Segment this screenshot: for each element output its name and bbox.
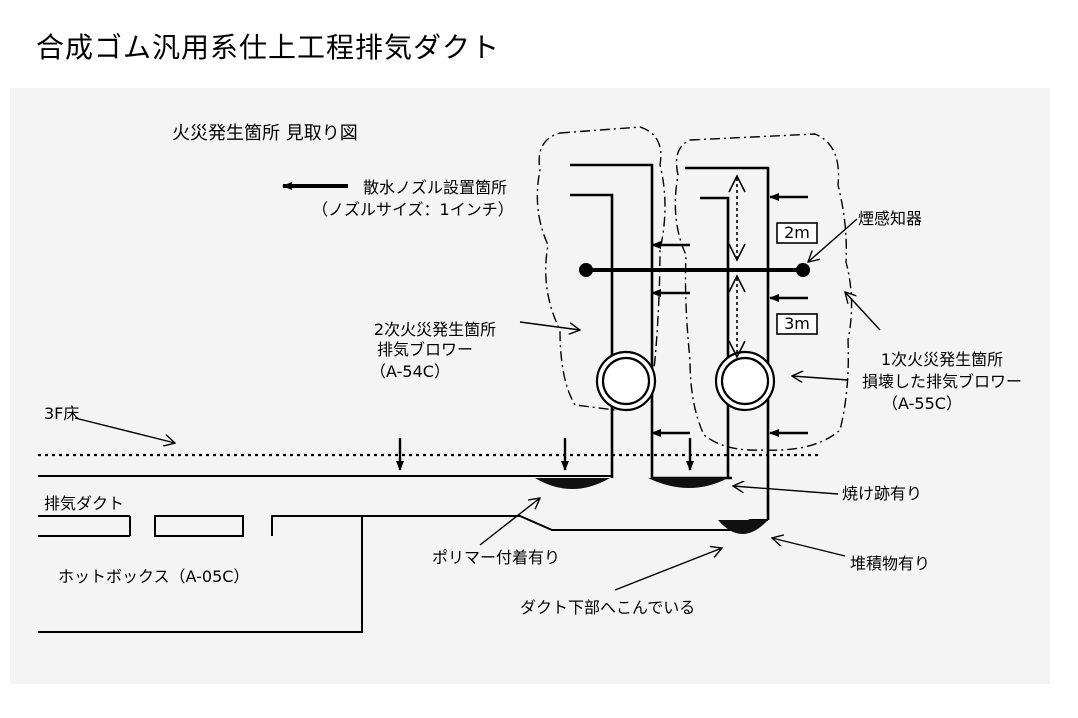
- primary-blower-id: （A-55C）: [882, 394, 962, 413]
- height-arrow-2m: [728, 174, 746, 262]
- hot-box-label: ホットボックス（A-05C）: [58, 567, 250, 586]
- primary-fire-label: 1次火災発生箇所: [880, 350, 1004, 369]
- nozzle-label: 散水ノズル設置箇所: [363, 178, 508, 197]
- polymer-label: ポリマー付着有り: [432, 548, 561, 567]
- secondary-blower-id: （A-54C）: [370, 362, 450, 381]
- scanned-figure-area: [10, 88, 1050, 684]
- blower-a54c: [595, 350, 657, 412]
- blower-a55c: [714, 350, 776, 412]
- nozzle-arrows: [651, 193, 808, 437]
- duct-dent-label: ダクト下部へこんでいる: [520, 598, 696, 617]
- box-3m: [776, 313, 818, 335]
- deposit-label: 堆積物有り: [850, 554, 931, 573]
- height-2m-label: 2m: [784, 223, 810, 242]
- burn-marks-label: 焼け跡有り: [842, 484, 923, 503]
- smoke-detector-label: 煙感知器: [858, 209, 923, 228]
- diagram-subtitle: 火災発生箇所 見取り図: [172, 123, 358, 144]
- secondary-blower-label: 排気ブロワー: [376, 340, 473, 359]
- exhaust-duct-lines: [38, 475, 768, 633]
- primary-blower-label: 損壊した排気ブロワー: [861, 372, 1022, 391]
- height-3m-label: 3m: [784, 314, 810, 333]
- floor-3f-label: 3F床: [44, 404, 80, 423]
- down-arrows: [396, 438, 694, 471]
- height-arrow-3m: [728, 274, 746, 359]
- page-title: 合成ゴム汎用系仕上工程排気ダクト: [36, 31, 501, 64]
- nozzle-size-label: （ノズルサイズ：1インチ）: [312, 200, 514, 219]
- callout-leaders: [74, 218, 881, 591]
- duct-a55c: [652, 166, 770, 520]
- residue-marks: [535, 478, 768, 534]
- secondary-fire-zone-outline: [536, 126, 666, 411]
- smoke-detector-right: [796, 263, 810, 277]
- duct-a54c: [570, 163, 654, 478]
- exhaust-duct-label: 排気ダクト: [44, 494, 125, 513]
- smoke-detector-left: [579, 263, 593, 277]
- box-2m: [776, 222, 818, 244]
- secondary-fire-label: 2次火災発生箇所: [373, 320, 497, 339]
